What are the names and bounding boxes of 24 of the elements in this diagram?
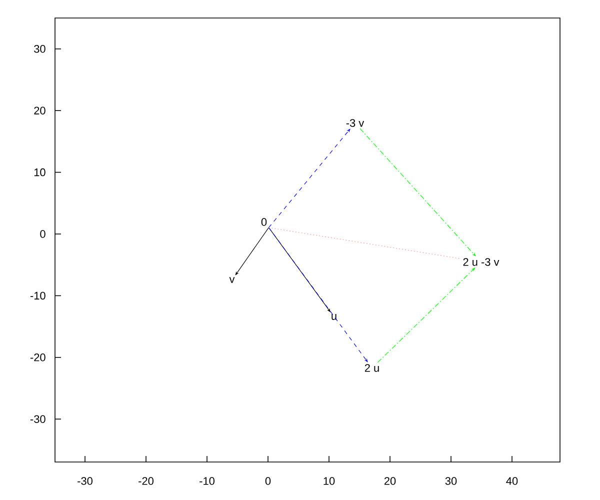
tick-label: 20 (384, 477, 396, 485)
tick-label: 40 (506, 477, 518, 485)
tick-label: -30 (30, 415, 46, 423)
point-label: 2 u (364, 364, 379, 372)
point-label: v (229, 277, 235, 283)
tick-label: 10 (34, 168, 46, 176)
tick-label: -20 (30, 354, 46, 362)
point-label: -3 v (346, 119, 364, 127)
vector-arrow (268, 128, 350, 228)
vector-arrow (268, 227, 368, 362)
tick-label: -30 (78, 477, 92, 485)
tick-label: 30 (445, 477, 457, 485)
tick-label: 20 (34, 106, 46, 114)
point-label: 0 (261, 218, 267, 226)
point-label: 2 u -3 v (463, 258, 500, 266)
tick-label: 0 (40, 230, 46, 238)
tick-label: 10 (324, 477, 335, 485)
vector-arrow (360, 128, 476, 256)
tick-label: -10 (30, 292, 46, 300)
tick-label: 30 (34, 45, 46, 53)
tick-label: -20 (138, 477, 154, 485)
tick-label: -10 (200, 477, 214, 485)
point-label: u (332, 314, 336, 320)
tick-label: 0 (265, 477, 271, 485)
